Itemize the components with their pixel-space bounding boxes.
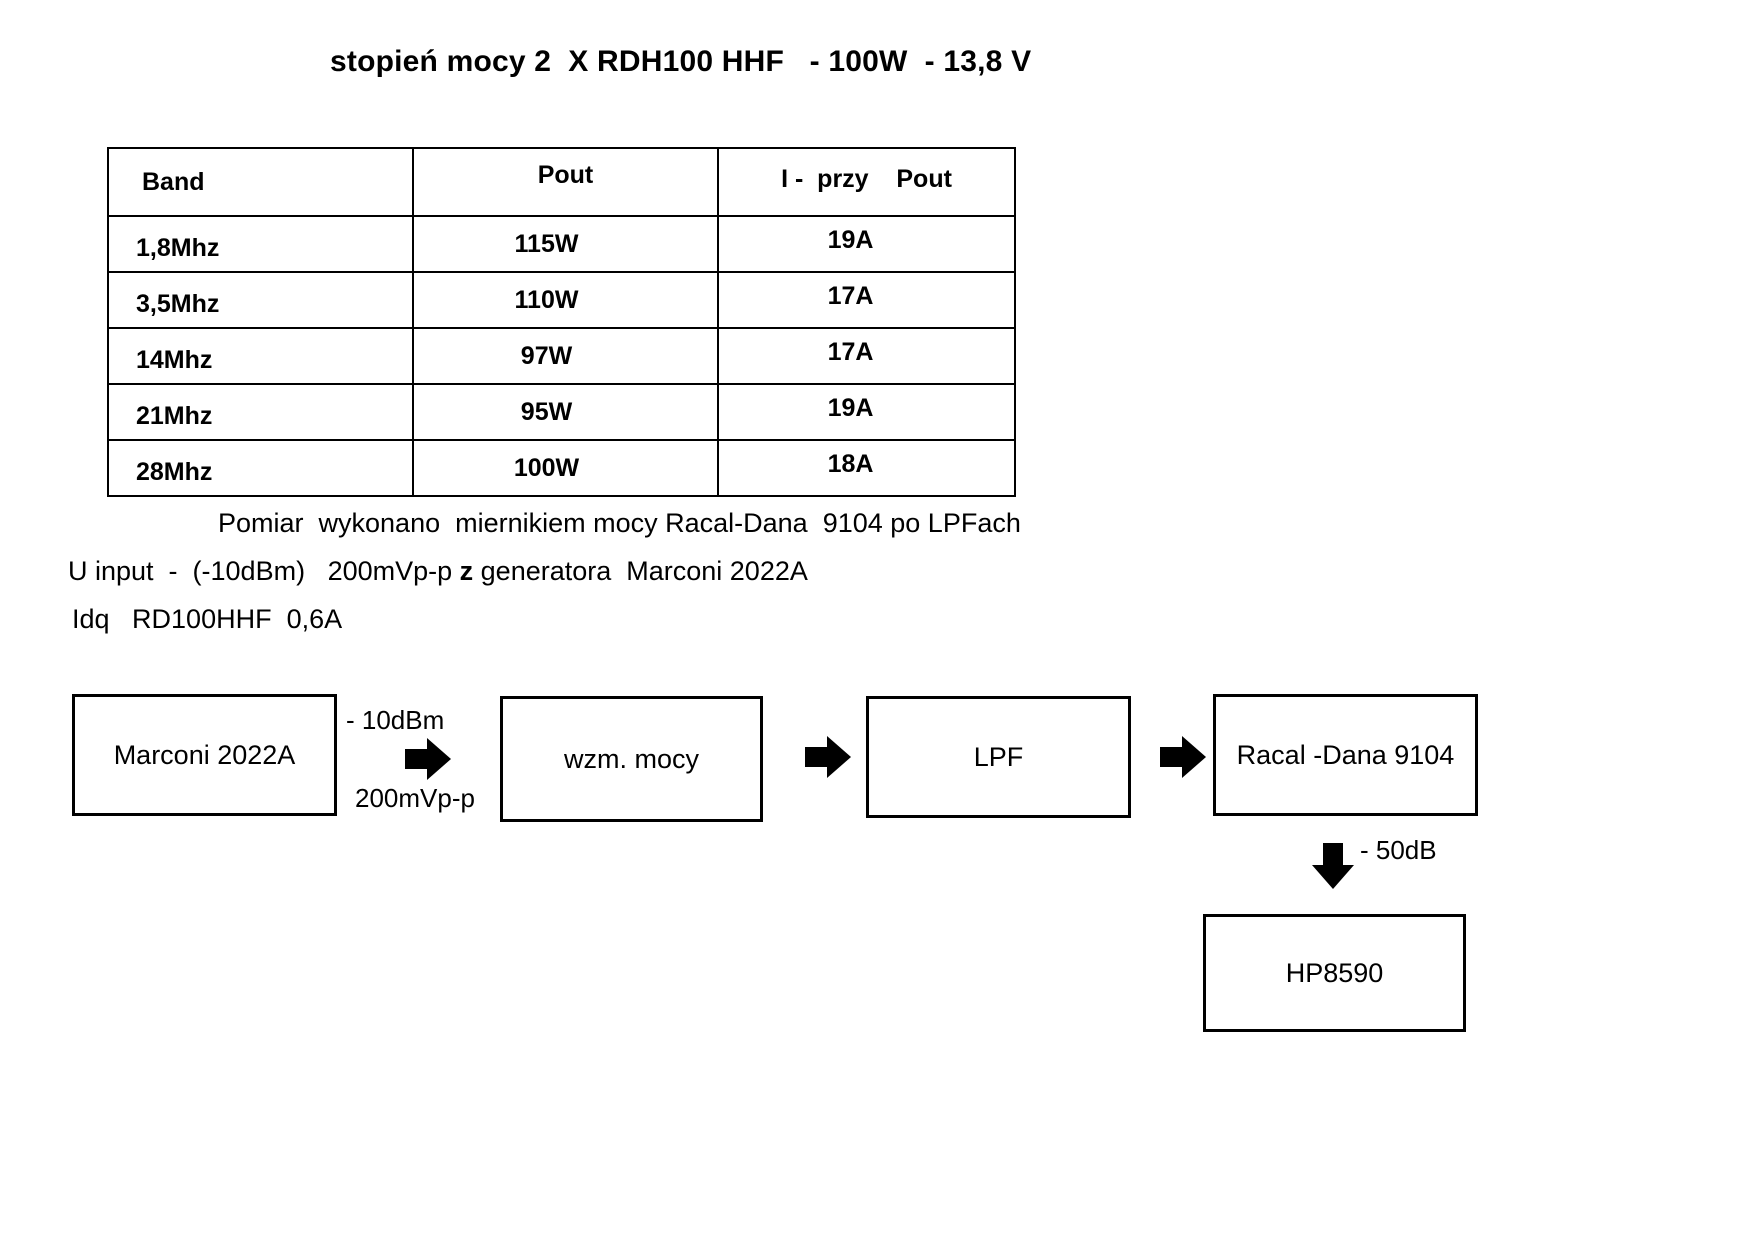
cell-pout: 100W bbox=[412, 439, 719, 497]
cell-band: 21Mhz bbox=[107, 383, 414, 441]
diagram-block-power-meter-label: Racal -Dana 9104 bbox=[1236, 739, 1455, 770]
diagram-block-filter: LPF bbox=[866, 696, 1131, 818]
cell-band: 1,8Mhz bbox=[107, 215, 414, 273]
cell-current: 19A bbox=[717, 383, 1016, 441]
column-header-pout: Pout bbox=[412, 147, 719, 217]
edge-label-level-dbm: - 10dBm bbox=[346, 705, 445, 735]
arrow-down-icon bbox=[1312, 843, 1354, 889]
diagram-block-generator-label: Marconi 2022A bbox=[113, 739, 296, 770]
arrow-head bbox=[827, 736, 851, 778]
column-header-current: I - przy Pout bbox=[717, 147, 1016, 217]
measurement-table: Band Pout I - przy Pout 1,8Mhz 115W 19A … bbox=[107, 147, 1016, 497]
column-header-band: Band bbox=[107, 147, 414, 217]
page-title: stopień mocy 2 X RDH100 HHF - 100W - 13,… bbox=[330, 45, 1032, 78]
table-row: 28Mhz 100W 18A bbox=[107, 439, 1016, 497]
diagram-block-power-meter: Racal -Dana 9104 bbox=[1213, 694, 1478, 816]
diagram-block-analyzer-label: HP8590 bbox=[1285, 957, 1384, 988]
cell-pout: 95W bbox=[412, 383, 719, 441]
table-row: 3,5Mhz 110W 17A bbox=[107, 271, 1016, 329]
diagram-block-filter-label: LPF bbox=[973, 741, 1024, 772]
cell-pout: 115W bbox=[412, 215, 719, 273]
cell-band: 3,5Mhz bbox=[107, 271, 414, 329]
diagram-block-amplifier-label: wzm. mocy bbox=[564, 743, 699, 774]
cell-current: 18A bbox=[717, 439, 1016, 497]
arrow-right-icon bbox=[405, 738, 451, 780]
note-input-level-emphasis: z bbox=[459, 556, 474, 586]
diagram-block-generator: Marconi 2022A bbox=[72, 694, 337, 816]
table-header-row: Band Pout I - przy Pout bbox=[107, 147, 1016, 217]
arrow-right-icon bbox=[805, 736, 851, 778]
cell-band: 14Mhz bbox=[107, 327, 414, 385]
edge-label-attenuation: - 50dB bbox=[1360, 835, 1437, 865]
table-row: 14Mhz 97W 17A bbox=[107, 327, 1016, 385]
arrow-head bbox=[427, 738, 451, 780]
note-input-level-suffix: generatora Marconi 2022A bbox=[473, 556, 808, 586]
diagram-block-analyzer: HP8590 bbox=[1203, 914, 1466, 1032]
note-input-level-prefix: U input - (-10dBm) 200mVp-p bbox=[68, 556, 460, 586]
cell-current: 17A bbox=[717, 327, 1016, 385]
cell-pout: 110W bbox=[412, 271, 719, 329]
arrow-shaft bbox=[1160, 747, 1184, 767]
arrow-head bbox=[1182, 736, 1206, 778]
cell-current: 19A bbox=[717, 215, 1016, 273]
edge-label-level-mv: 200mVp-p bbox=[355, 783, 475, 813]
table-row: 21Mhz 95W 19A bbox=[107, 383, 1016, 441]
note-idq: Idq RD100HHF 0,6A bbox=[72, 604, 343, 634]
arrow-head bbox=[1312, 865, 1354, 889]
cell-band: 28Mhz bbox=[107, 439, 414, 497]
arrow-shaft bbox=[1323, 843, 1343, 867]
cell-pout: 97W bbox=[412, 327, 719, 385]
note-input-level: U input - (-10dBm) 200mVp-p z generatora… bbox=[68, 556, 808, 587]
arrow-shaft bbox=[805, 747, 829, 767]
table-row: 1,8Mhz 115W 19A bbox=[107, 215, 1016, 273]
note-measurement-method: Pomiar wykonano miernikiem mocy Racal-Da… bbox=[218, 508, 1021, 538]
arrow-shaft bbox=[405, 749, 429, 769]
diagram-block-amplifier: wzm. mocy bbox=[500, 696, 763, 822]
cell-current: 17A bbox=[717, 271, 1016, 329]
arrow-right-icon bbox=[1160, 736, 1206, 778]
